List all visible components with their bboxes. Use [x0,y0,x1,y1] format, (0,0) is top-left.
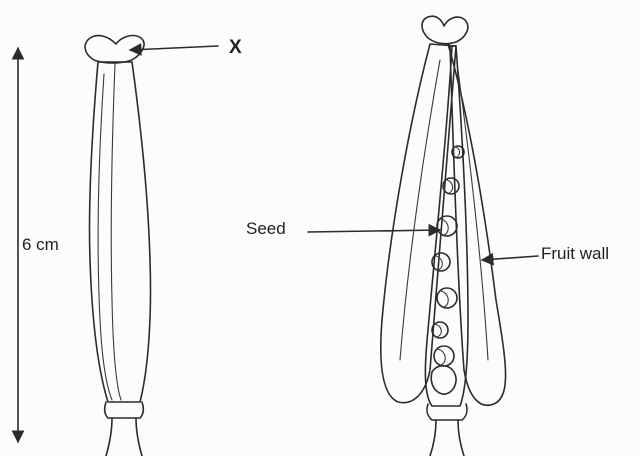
opened-stalk [430,420,464,456]
label-seed: Seed [246,220,286,237]
label-length: 6 cm [22,234,59,255]
intact-fruit [85,36,218,456]
intact-pod [90,62,151,402]
intact-stalk [106,418,142,456]
left-valve [381,44,456,403]
opened-fruit [308,16,538,456]
label-x: X [229,38,242,57]
seed-pointer [308,230,440,232]
opened-stigma [422,16,468,43]
label-fruit-wall: Fruit wall [541,245,609,262]
